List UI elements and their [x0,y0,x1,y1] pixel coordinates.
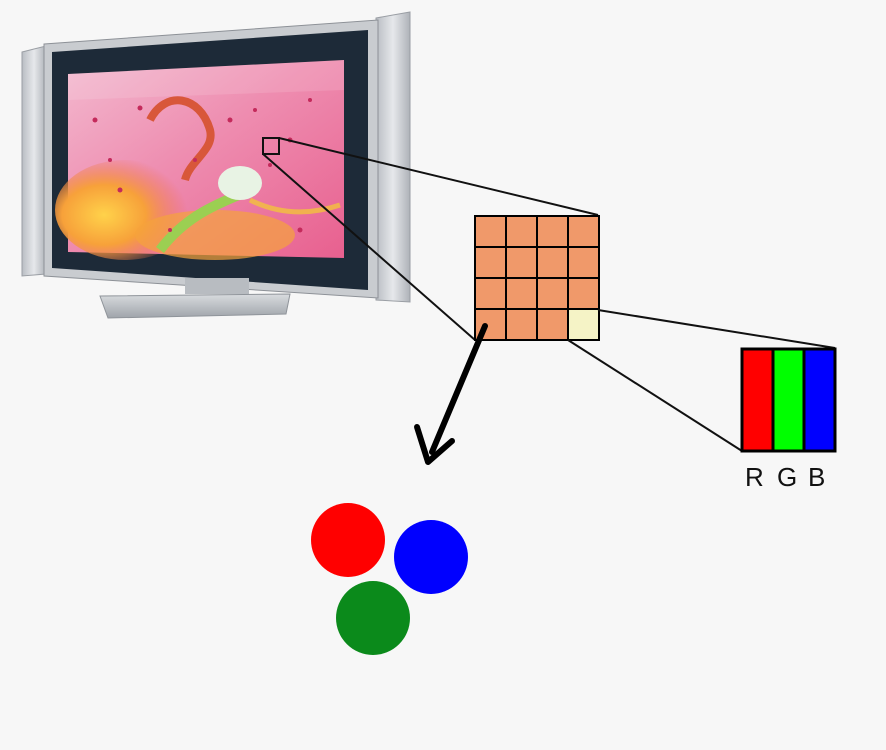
subpixel-zoom-line-top [598,310,835,348]
pixel-cell [475,247,506,278]
pixel-cell [506,309,537,340]
green-light-circle [336,581,410,655]
highlighted-pixel [568,309,599,340]
subpixel-label-g: G [777,462,797,493]
blue-subpixel [804,349,835,451]
pixel-cell [506,247,537,278]
down-left-arrow-icon [417,326,485,462]
pixel-grid [475,216,599,340]
pixel-cell [537,278,568,309]
tv-left-speaker [22,46,46,276]
pixel-cell [506,216,537,247]
pixel-cell [537,309,568,340]
red-subpixel [742,349,773,451]
subpixel-label-r: R [745,462,764,493]
pixel-cell [475,278,506,309]
tv-stand-base [100,294,290,318]
pixel-cell [568,247,599,278]
subpixel-zoom-line-bottom [568,340,742,451]
red-light-circle [311,503,385,577]
subpixel-label-b: B [808,462,825,493]
subpixel-stripes [742,349,835,451]
pixel-cell [537,247,568,278]
pixel-cell [475,216,506,247]
pixel-cell [568,278,599,309]
green-subpixel [773,349,804,451]
tv-stand-neck [185,278,249,294]
pixel-cell [506,278,537,309]
tv-screen-flower-image [55,60,344,260]
pixel-cell [568,216,599,247]
blue-light-circle [394,520,468,594]
pixel-cell [537,216,568,247]
flat-panel-tv-icon [22,12,410,318]
